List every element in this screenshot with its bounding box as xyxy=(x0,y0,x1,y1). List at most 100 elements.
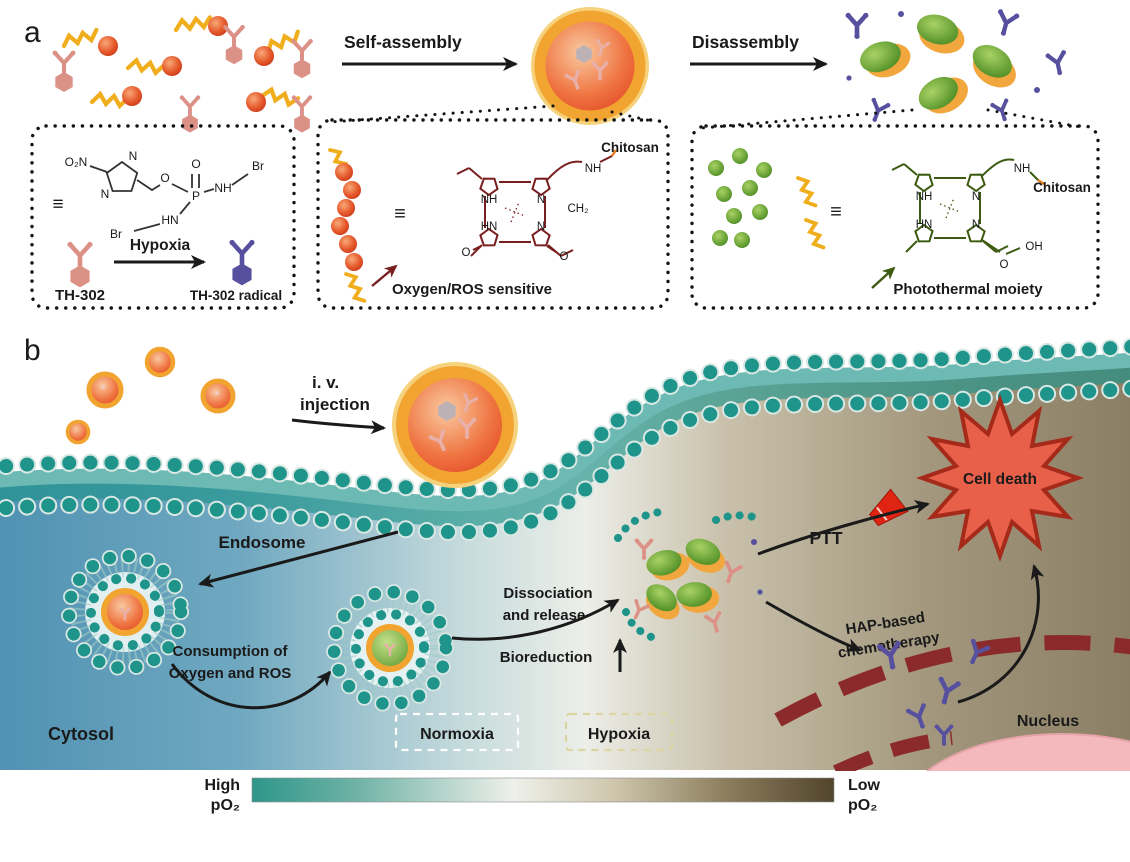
nanoparticle-assembled xyxy=(531,7,649,125)
plasma-membrane xyxy=(0,337,1130,542)
caption-arrow xyxy=(371,264,398,287)
atom-label: HN xyxy=(481,221,498,233)
th302-icon xyxy=(67,242,92,288)
atom-label: N xyxy=(537,194,545,206)
panel-a-letter: a xyxy=(24,16,41,49)
hap-monomer xyxy=(175,16,228,36)
th302-structure: O₂N N N O O P NH Br HN Br ≡ Hypoxia TH-3… xyxy=(52,149,282,304)
hap-monomer xyxy=(254,32,301,66)
panel-b-letter: b xyxy=(24,334,41,367)
th302-icon xyxy=(53,51,76,92)
atom-label: NH xyxy=(1014,163,1031,175)
iv-injection-arrow xyxy=(291,418,386,435)
ros-sensitive-structure: ≡ NH N HN N CH₂ O O NH Chitosan Oxygen/R… xyxy=(328,140,659,306)
disassembly-label: Disassembly xyxy=(692,32,799,52)
ptt-arrow xyxy=(757,500,930,556)
zoom-connector xyxy=(986,108,1088,130)
self-assembly-label: Self-assembly xyxy=(344,32,462,52)
equivalence-symbol: ≡ xyxy=(52,194,63,215)
atom-label: NH xyxy=(916,191,933,203)
nuclear-envelope xyxy=(832,731,953,771)
atom-label: CH₂ xyxy=(567,203,588,215)
hap-monomer xyxy=(92,86,142,107)
photothermal-caption: Photothermal moiety xyxy=(893,281,1043,298)
nanoparticle-large xyxy=(392,362,518,488)
hap-monomer xyxy=(62,30,118,56)
atom-label: Br xyxy=(110,227,122,241)
cytosol-label: Cytosol xyxy=(48,724,114,744)
endosome-arrow xyxy=(198,530,399,588)
hypoxia-condition-label: Hypoxia xyxy=(130,237,191,254)
free-components xyxy=(53,16,313,133)
cell-death-burst: Cell death xyxy=(915,393,1085,563)
atom-label: NH xyxy=(214,181,231,195)
atom-label: O₂N xyxy=(65,155,88,169)
th302-icon xyxy=(291,39,313,78)
panel-a: a Self-assembly Disassem xyxy=(24,7,1100,310)
equivalence-symbol: ≡ xyxy=(830,201,842,223)
po2-scale: High pO₂ Low pO₂ xyxy=(204,777,880,814)
chitosan-label: Chitosan xyxy=(601,140,659,155)
zoom-connector xyxy=(328,104,555,124)
hap-monomer xyxy=(128,56,182,76)
atom-label: N xyxy=(972,191,980,203)
circulating-nanoparticles xyxy=(65,346,236,445)
ros-sensitive-caption: Oxygen/ROS sensitive xyxy=(392,281,552,298)
th302-radical-icon xyxy=(987,96,1017,126)
panel-b: b i. v. injection xyxy=(0,334,1130,814)
th302-icon xyxy=(223,25,245,64)
chitosan-label: Chitosan xyxy=(1033,180,1091,195)
equivalence-symbol: ≡ xyxy=(394,203,406,225)
iv-injection-label: i. v. xyxy=(312,373,339,392)
atom-label: N xyxy=(129,149,138,163)
th302-radical-icon xyxy=(229,240,254,286)
hap-monomer xyxy=(246,87,298,112)
nucleus-group xyxy=(774,635,1130,771)
po2-high-unit: pO₂ xyxy=(211,797,240,814)
po2-low-unit: pO₂ xyxy=(848,797,877,814)
endosome-2 xyxy=(326,584,454,712)
zoom-connector xyxy=(700,108,914,130)
lipid-fragments xyxy=(614,508,762,642)
th302-icon xyxy=(292,95,313,132)
dissociation-label: and release xyxy=(503,607,586,624)
atom-label: OH xyxy=(1025,241,1042,253)
atom-label: HN xyxy=(916,219,933,231)
atom-label: NH xyxy=(481,194,498,206)
atom-label: N xyxy=(972,219,980,231)
iv-injection-label: injection xyxy=(300,395,370,414)
th302-label: TH-302 xyxy=(55,287,105,304)
atom-label: Br xyxy=(252,159,264,173)
consumption-label: Oxygen and ROS xyxy=(169,665,292,682)
nucleus-label: Nucleus xyxy=(1017,713,1079,730)
th302-radical-icon xyxy=(992,9,1020,39)
th302-structure-box xyxy=(30,124,296,310)
atom-label: O xyxy=(191,157,200,171)
normoxia-label: Normoxia xyxy=(420,726,494,743)
bioreduction-label: Bioreduction xyxy=(500,649,593,666)
atom-label: O xyxy=(160,171,169,185)
atom-label: N xyxy=(101,187,110,201)
released-cluster xyxy=(614,508,763,642)
atom-label: HN xyxy=(161,213,178,227)
dissociation-arrow xyxy=(451,598,620,641)
consumption-label: Consumption of xyxy=(173,643,289,660)
consumption-arrow xyxy=(170,663,332,710)
po2-gradient-bar xyxy=(251,777,835,803)
atom-label: O xyxy=(1000,259,1009,271)
dissociation-label: Dissociation xyxy=(503,585,592,602)
nucleus xyxy=(926,733,1130,771)
cytosol-region xyxy=(0,367,1130,770)
caption-arrow xyxy=(871,266,896,289)
zoom-connector xyxy=(610,110,658,124)
photothermal-box xyxy=(690,124,1100,310)
hypoxia-label: Hypoxia xyxy=(588,726,650,743)
normoxia-box xyxy=(394,712,520,752)
th302-radical-icon xyxy=(862,95,894,128)
disassembled-cluster xyxy=(846,9,1071,128)
cell-death-label: Cell death xyxy=(963,471,1037,488)
hap-arrow xyxy=(765,600,862,652)
nucleus-to-death-arrow xyxy=(957,564,1045,704)
